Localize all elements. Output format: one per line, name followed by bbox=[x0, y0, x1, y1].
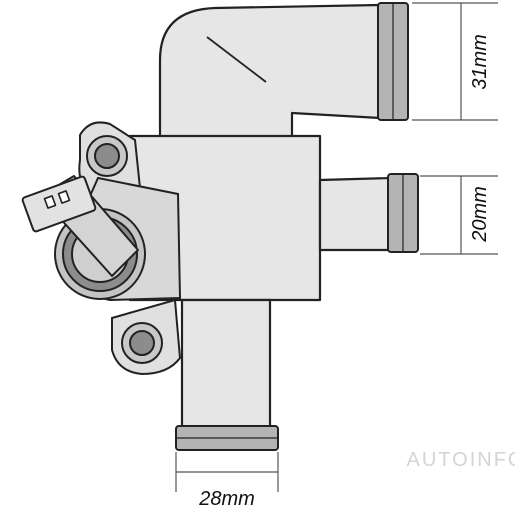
lower-mounting-lug bbox=[111, 298, 182, 376]
watermark: AUTOINFO bbox=[407, 449, 515, 471]
bottom-inlet-end-band bbox=[175, 425, 279, 451]
dimension-upper-outlet bbox=[412, 2, 498, 121]
upper-mounting-lug bbox=[78, 121, 142, 202]
dimension-label-upper-outlet: 31mm bbox=[469, 34, 491, 90]
dimension-label-bottom-inlet: 28mm bbox=[198, 488, 255, 510]
upper-outlet-end-band bbox=[377, 2, 409, 121]
temperature-sensor bbox=[21, 175, 139, 277]
dimension-label-side-outlet: 20mm bbox=[469, 186, 491, 243]
dimension-bottom-inlet bbox=[175, 452, 279, 492]
upper-elbow-outlet bbox=[158, 3, 382, 142]
dimension-side-outlet bbox=[420, 175, 498, 255]
bottom-inlet-pipe bbox=[180, 298, 272, 430]
side-outlet-end-band bbox=[387, 173, 419, 253]
